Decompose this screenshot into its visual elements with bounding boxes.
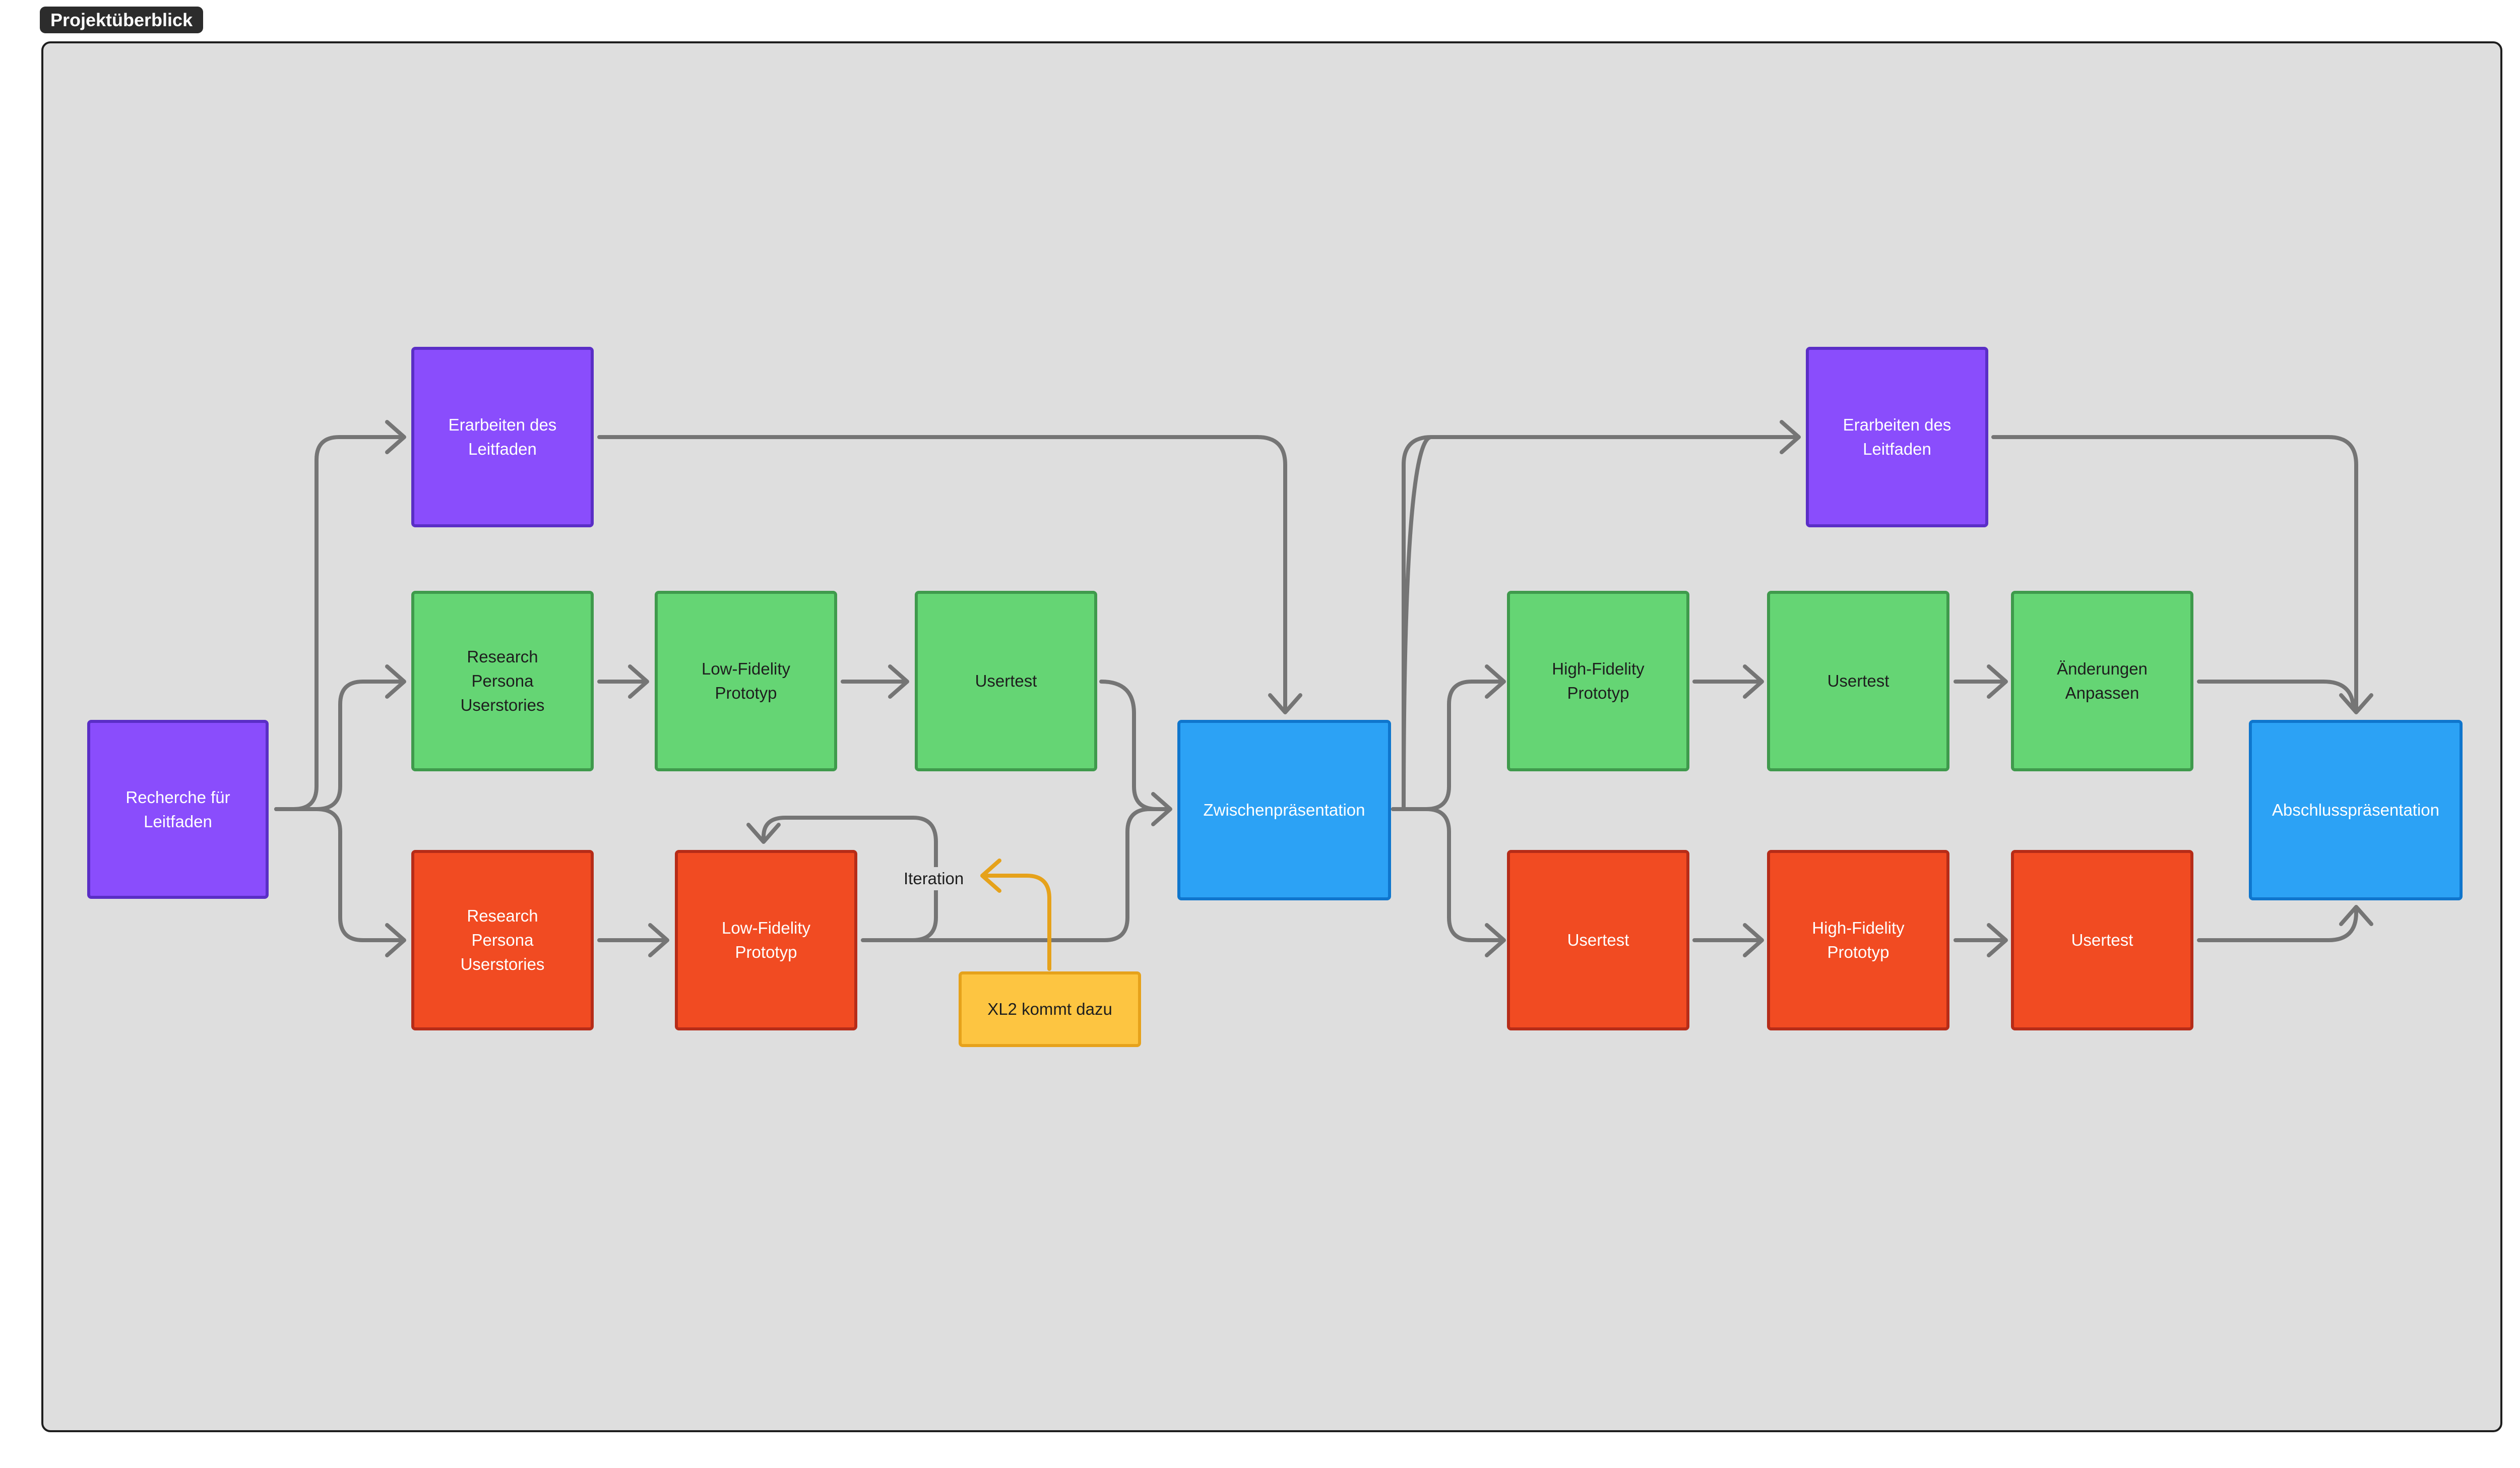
node-aenderungen[interactable]: Änderungen Anpassen [2011,591,2193,771]
node-leitfaden-1[interactable]: Erarbeiten des Leitfaden [411,347,594,527]
node-abschlusspraesentation[interactable]: Abschlusspräsentation [2249,720,2463,900]
node-zwischenpraesentation-label: Zwischenpräsentation [1203,801,1365,820]
node-aenderungen-label: Änderungen Anpassen [2057,659,2148,702]
connector-lofi-red-to-zwischen[interactable] [861,807,1170,942]
connector-leitfaden-2-to-abschluss[interactable] [1991,435,2358,711]
node-hifi-red-label: High-Fidelity Prototyp [1812,919,1905,961]
arrowhead [1485,664,1506,699]
node-research-red-label: Research Persona Userstories [460,906,545,973]
arrowhead [1987,923,2008,957]
node-usertest-green-2-label: Usertest [1827,671,1889,691]
arrowhead [1780,420,1801,454]
iteration-label: Iteration [900,867,968,890]
arrowhead [1743,923,1764,957]
node-zwischenpraesentation[interactable]: Zwischenpräsentation [1177,720,1391,900]
node-research-green-label: Research Persona Userstories [460,647,545,714]
frame-title[interactable]: Projektüberblick [40,7,204,33]
node-recherche[interactable]: Recherche für Leitfaden [87,720,269,899]
arrowhead [746,823,781,844]
node-research-red[interactable]: Research Persona Userstories [411,850,594,1030]
arrowhead [385,420,406,454]
node-leitfaden-2[interactable]: Erarbeiten des Leitfaden [1806,347,1988,527]
arrowhead [1485,923,1506,957]
node-leitfaden-2-label: Erarbeiten des Leitfaden [1843,415,1951,458]
node-recherche-label: Recherche für Leitfaden [125,787,230,831]
connector-recherche-to-research-green[interactable] [274,680,404,811]
arrowhead [1987,664,2008,699]
arrowhead [980,859,1001,893]
node-hifi-red[interactable]: High-Fidelity Prototyp [1767,850,1949,1030]
node-usertest-red-2[interactable]: Usertest [2011,850,2193,1030]
node-lofi-red-label: Low-Fidelity Prototyp [721,919,811,961]
node-usertest-green-1[interactable]: Usertest [915,591,1097,771]
connector-zwischen-to-usertest-red[interactable] [1391,807,1504,942]
node-xl2[interactable]: XL2 kommt dazu [959,971,1141,1047]
connector-aenderungen-to-abschluss[interactable] [2197,680,2355,708]
node-lofi-green[interactable]: Low-Fidelity Prototyp [655,591,837,771]
node-hifi-green[interactable]: High-Fidelity Prototyp [1507,591,1689,771]
node-usertest-red-1-label: Usertest [1567,931,1629,950]
connector-usertest-to-zwischen[interactable] [1099,680,1170,811]
node-usertest-red-2-label: Usertest [2071,931,2133,950]
arrowhead [385,923,406,957]
connector-zwischen-to-hifi-green[interactable] [1391,680,1504,811]
arrowhead [628,664,649,699]
connector-iteration-loop[interactable] [762,816,938,942]
node-usertest-green-1-label: Usertest [975,671,1037,691]
connector-recherche-to-research-red[interactable] [274,807,404,942]
arrowhead [385,664,406,699]
node-leitfaden-1-label: Erarbeiten des Leitfaden [448,415,557,458]
node-usertest-red-1[interactable]: Usertest [1507,850,1689,1030]
connector-zwischen-to-leitfaden-2-corner [1402,435,1433,811]
arrowhead [1268,693,1302,714]
arrowhead [2339,905,2373,926]
node-lofi-red[interactable]: Low-Fidelity Prototyp [675,850,857,1030]
arrowhead [888,664,909,699]
arrowhead [2339,693,2373,714]
connector-usertest-red-2-to-abschluss[interactable] [2197,907,2358,942]
node-abschlusspraesentation-label: Abschlusspräsentation [2272,801,2440,820]
connector-leitfaden-to-zwischen[interactable] [597,435,1287,711]
arrowhead [648,923,669,957]
node-hifi-green-label: High-Fidelity Prototyp [1552,659,1645,702]
node-research-green[interactable]: Research Persona Userstories [411,591,594,771]
arrowhead [1743,664,1764,699]
node-xl2-label: XL2 kommt dazu [987,1000,1112,1019]
node-lofi-green-label: Low-Fidelity Prototyp [701,659,791,702]
connector-xl2-to-iteration[interactable] [982,874,1051,971]
node-usertest-green-2[interactable]: Usertest [1767,591,1949,771]
